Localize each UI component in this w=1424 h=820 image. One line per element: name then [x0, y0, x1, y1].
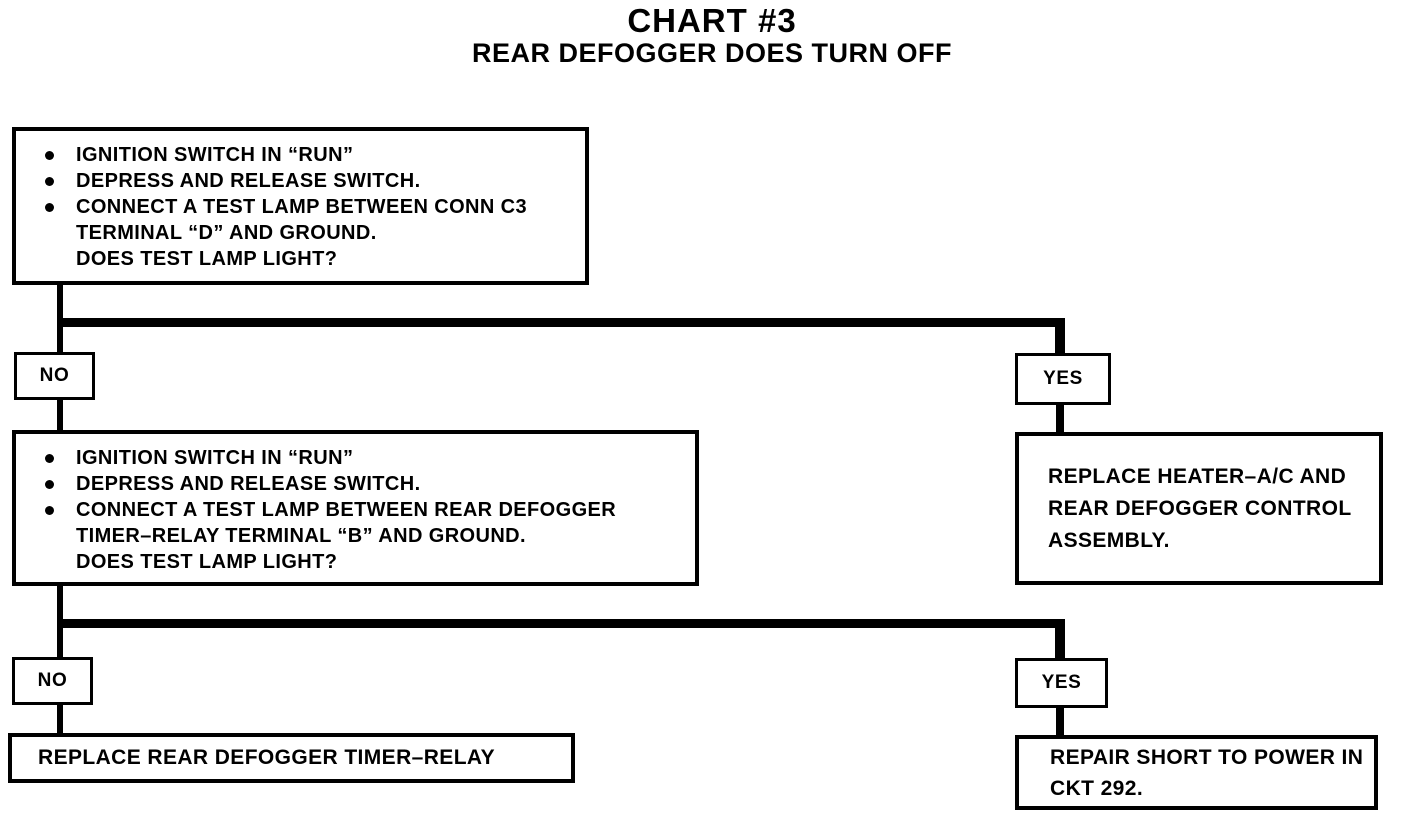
bullet-text: DEPRESS AND RELEASE SWITCH. — [76, 168, 421, 194]
result-box-replace-control: REPLACE HEATER–A/C AND REAR DEFOGGER CON… — [1015, 432, 1383, 585]
bullet-text-line: IGNITION SWITCH IN “RUN” — [76, 447, 354, 469]
connector-yes1-result — [1056, 403, 1064, 434]
decision-label: NO — [37, 670, 68, 691]
decision-box-yes-1: YES — [1015, 353, 1111, 405]
decision-box-no-2: NO — [12, 657, 93, 705]
bullet-text-line: CONNECT A TEST LAMP BETWEEN REAR DEFOGGE… — [76, 499, 617, 521]
branch-line-2 — [57, 619, 1065, 628]
bullet-icon — [45, 177, 54, 186]
bullet-text-line: DEPRESS AND RELEASE SWITCH. — [76, 170, 421, 192]
connector-branch1-yes-drop — [1055, 318, 1065, 355]
bullet-icon — [45, 506, 54, 515]
bullet-row: DEPRESS AND RELEASE SWITCH. — [16, 471, 695, 497]
question-line: DOES TEST LAMP LIGHT? — [76, 248, 338, 270]
result-text-line: ASSEMBLY. — [1048, 528, 1170, 552]
bullet-text-line: IGNITION SWITCH IN “RUN” — [76, 144, 354, 166]
bullet-row: DEPRESS AND RELEASE SWITCH. — [16, 168, 585, 194]
decision-label: YES — [1041, 672, 1082, 693]
branch-line-1 — [57, 318, 1065, 327]
bullet-row: CONNECT A TEST LAMP BETWEEN REAR DEFOGGE… — [16, 497, 695, 575]
bullet-row: CONNECT A TEST LAMP BETWEEN CONN C3 TERM… — [16, 194, 585, 272]
connector-no1-step2 — [57, 398, 63, 432]
bullet-icon — [45, 151, 54, 160]
result-text-line: CKT 292. — [1050, 776, 1144, 800]
bullet-text: CONNECT A TEST LAMP BETWEEN REAR DEFOGGE… — [76, 497, 616, 575]
bullet-text: IGNITION SWITCH IN “RUN” — [76, 142, 353, 168]
bullet-icon — [45, 454, 54, 463]
bullet-row: IGNITION SWITCH IN “RUN” — [16, 142, 585, 168]
result-text-line: REPLACE REAR DEFOGGER TIMER–RELAY — [38, 746, 495, 769]
bullet-icon — [45, 480, 54, 489]
connector-no2-result — [57, 703, 63, 735]
bullet-row: IGNITION SWITCH IN “RUN” — [16, 445, 695, 471]
chart-subtitle: REAR DEFOGGER DOES TURN OFF — [471, 38, 952, 68]
decision-label: YES — [1043, 368, 1083, 389]
result-text-line: REAR DEFOGGER CONTROL — [1048, 496, 1352, 520]
bullet-text: DEPRESS AND RELEASE SWITCH. — [76, 471, 421, 497]
decision-label: NO — [39, 365, 70, 386]
question-box-1: IGNITION SWITCH IN “RUN” DEPRESS AND REL… — [12, 127, 589, 285]
question-box-2: IGNITION SWITCH IN “RUN” DEPRESS AND REL… — [12, 430, 699, 586]
bullet-text-line: DEPRESS AND RELEASE SWITCH. — [76, 473, 421, 495]
connector-branch2-yes-drop — [1055, 619, 1065, 660]
chart-title: CHART #3 — [627, 2, 797, 39]
question-line: DOES TEST LAMP LIGHT? — [76, 551, 338, 573]
bullet-text-line: TIMER–RELAY TERMINAL “B” AND GROUND. — [76, 525, 526, 547]
decision-box-yes-2: YES — [1015, 658, 1108, 708]
bullet-text-line: CONNECT A TEST LAMP BETWEEN CONN C3 — [76, 196, 528, 218]
connector-yes2-result — [1056, 706, 1064, 737]
bullet-text-line: TERMINAL “D” AND GROUND. — [76, 222, 377, 244]
decision-box-no-1: NO — [14, 352, 95, 400]
bullet-text: IGNITION SWITCH IN “RUN” — [76, 445, 353, 471]
result-box-replace-timer-relay: REPLACE REAR DEFOGGER TIMER–RELAY — [8, 733, 575, 783]
result-text-line: REPAIR SHORT TO POWER IN — [1050, 745, 1364, 769]
bullet-icon — [45, 203, 54, 212]
result-text-line: REPLACE HEATER–A/C AND — [1048, 464, 1347, 488]
result-box-repair-short: REPAIR SHORT TO POWER IN CKT 292. — [1015, 735, 1378, 810]
bullet-text: CONNECT A TEST LAMP BETWEEN CONN C3 TERM… — [76, 194, 527, 272]
